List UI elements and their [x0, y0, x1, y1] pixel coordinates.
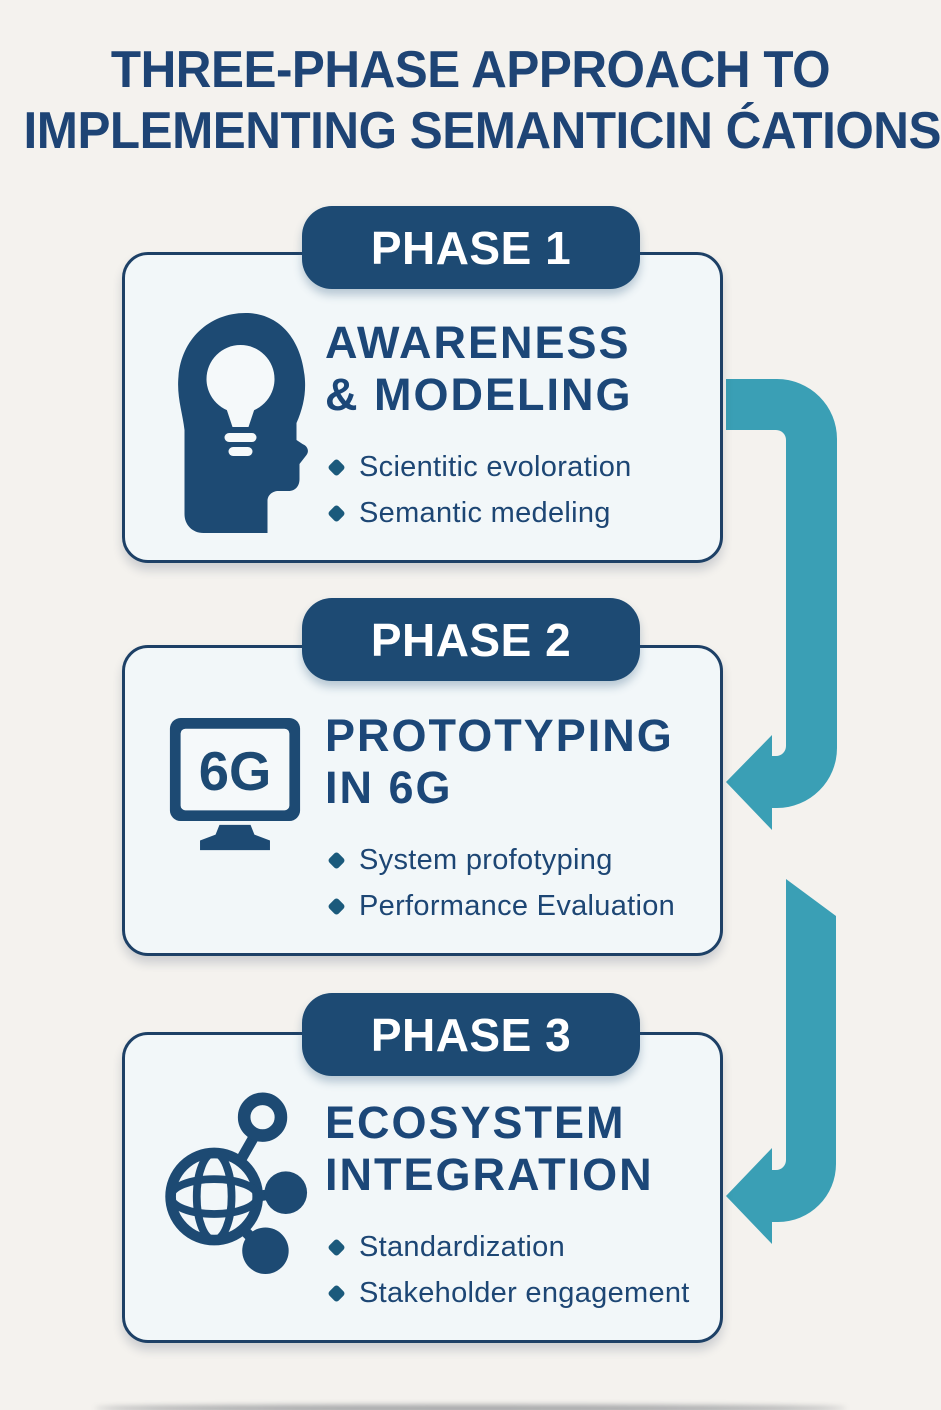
phase1-badge: PHASE 1	[302, 206, 640, 289]
monitor-6g-icon: 6G	[167, 712, 303, 864]
diamond-bullet-icon	[327, 1238, 346, 1257]
list-item: Stakeholder engagement	[327, 1277, 690, 1310]
arrow-phase1-to-phase2-icon	[726, 379, 837, 830]
phase1-bullets: Scientitic evoloration Semantic medeling	[327, 451, 632, 543]
phase3-heading-line2: INTEGRATION	[325, 1149, 654, 1201]
arrow-phase2-to-phase3-icon	[726, 879, 836, 1244]
phase2-heading: PROTOTYPING IN 6G	[325, 710, 674, 814]
list-item: Scientitic evoloration	[327, 451, 632, 484]
bullet-label: System profotyping	[359, 844, 613, 876]
phase1-heading-line1: AWARENESS	[325, 317, 631, 368]
list-item: Semantic medeling	[327, 497, 632, 530]
phase1-card: AWARENESS & MODELING Scientitic evolorat…	[122, 252, 723, 563]
bullet-label: Scientitic evoloration	[359, 451, 632, 483]
bullet-label: Performance Evaluation	[359, 890, 676, 922]
phase3-bullets: Standardization Stakeholder engagement	[327, 1231, 690, 1323]
phase1-heading: AWARENESS & MODELING	[325, 317, 633, 421]
phase2-card: 6G PROTOTYPING IN 6G System profotyping …	[122, 645, 723, 956]
list-item: Performance Evaluation	[327, 890, 676, 923]
phase3-card: ECOSYSTEM INTEGRATION Standardization St…	[122, 1032, 723, 1343]
page-title: THREE-PHASE APPROACH TO IMPLEMENTING SEM…	[0, 40, 941, 162]
bullet-label: Stakeholder engagement	[359, 1277, 690, 1309]
phase1-heading-line2: & MODELING	[325, 369, 633, 421]
list-item: Standardization	[327, 1231, 690, 1264]
phase2-bullets: System profotyping Performance Evaluatio…	[327, 844, 676, 936]
phase3-badge-label: PHASE 3	[370, 1008, 572, 1061]
network-globe-icon	[159, 1087, 309, 1279]
bullet-label: Semantic medeling	[359, 497, 611, 529]
diamond-bullet-icon	[327, 897, 346, 916]
page-title-line1: THREE-PHASE APPROACH TO	[110, 41, 831, 99]
phase3-heading: ECOSYSTEM INTEGRATION	[325, 1097, 654, 1201]
list-item: System profotyping	[327, 844, 675, 877]
phase2-heading-line1: PROTOTYPING	[325, 710, 674, 761]
diamond-bullet-icon	[327, 851, 346, 870]
phase1-badge-label: PHASE 1	[370, 221, 572, 274]
bottom-edge-shadow	[95, 1405, 846, 1410]
bullet-label: Standardization	[359, 1231, 566, 1263]
diamond-bullet-icon	[327, 504, 346, 523]
phase3-badge: PHASE 3	[302, 993, 640, 1076]
phase2-heading-line2: IN 6G	[325, 762, 453, 814]
phase2-badge-label: PHASE 2	[370, 613, 572, 666]
page-title-line2: IMPLEMENTING SEMANTICIN ĆATIONS	[23, 101, 941, 160]
phase3-heading-line1: ECOSYSTEM	[325, 1097, 626, 1148]
diamond-bullet-icon	[327, 1284, 346, 1303]
head-lightbulb-icon	[165, 307, 313, 539]
monitor-screen-label: 6G	[199, 741, 272, 802]
diamond-bullet-icon	[327, 458, 346, 477]
phase2-badge: PHASE 2	[302, 598, 640, 681]
